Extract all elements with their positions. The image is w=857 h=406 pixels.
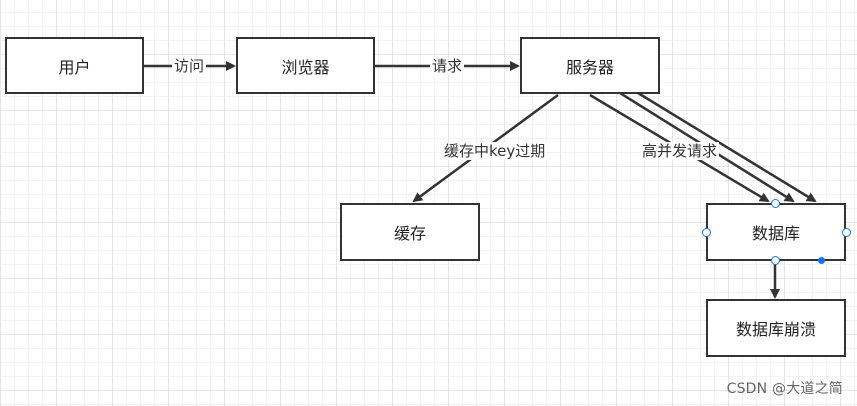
- node-server[interactable]: 服务器: [520, 37, 660, 94]
- node-user-label: 用户: [58, 57, 91, 77]
- node-cache[interactable]: 缓存: [340, 203, 480, 261]
- edge-server-to-database-3[interactable]: [637, 91, 817, 203]
- node-browser-label: 浏览器: [281, 57, 330, 77]
- selection-handle-bottom[interactable]: [771, 256, 780, 265]
- node-user[interactable]: 用户: [5, 37, 144, 94]
- selection-handle-corner[interactable]: [818, 257, 825, 264]
- edge-label-visit: 访问: [172, 57, 207, 75]
- selection-handle-left[interactable]: [702, 228, 711, 237]
- selection-handle-right[interactable]: [842, 228, 851, 237]
- selection-handle-top[interactable]: [771, 199, 780, 208]
- edge-label-cache-expired: 缓存中key过期: [442, 142, 548, 160]
- node-database[interactable]: 数据库: [706, 203, 846, 261]
- node-database-crash-label: 数据库崩溃: [735, 320, 816, 339]
- watermark: CSDN @大道之简: [726, 381, 843, 397]
- node-browser[interactable]: 浏览器: [236, 37, 375, 94]
- edge-label-high-concurrency: 高并发请求: [640, 142, 720, 160]
- node-database-label: 数据库: [751, 224, 800, 243]
- node-database-crash[interactable]: 数据库崩溃: [706, 299, 846, 357]
- edge-label-request: 请求: [430, 57, 465, 75]
- node-cache-label: 缓存: [393, 224, 426, 243]
- node-server-label: 服务器: [565, 57, 614, 77]
